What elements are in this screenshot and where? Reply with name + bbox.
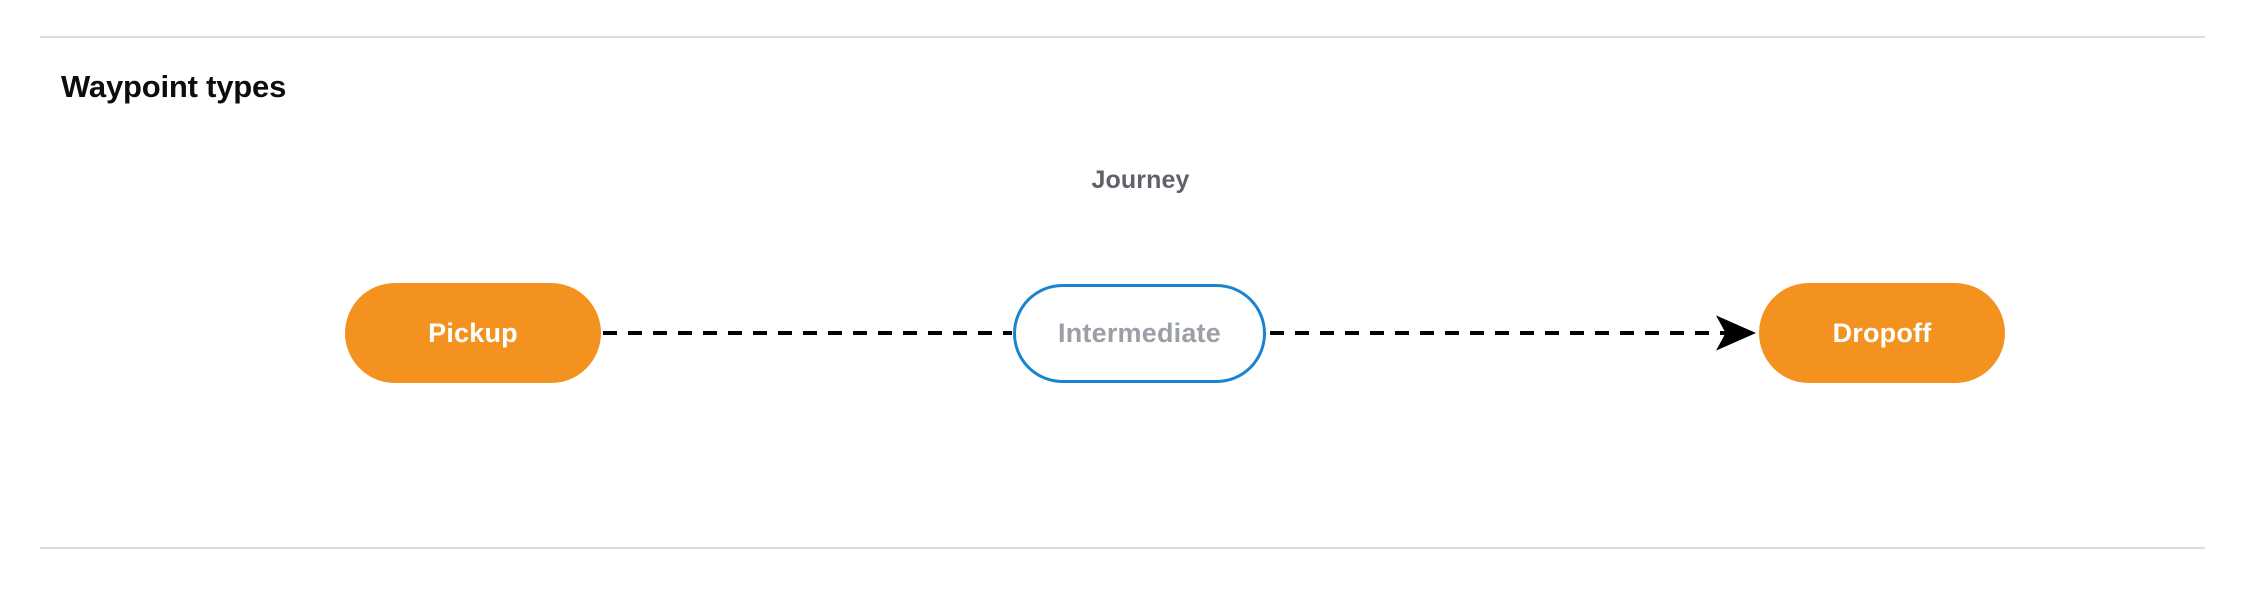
page-title: Waypoint types — [61, 69, 287, 104]
journey-group-label: Journey — [0, 166, 2245, 195]
waypoint-node-intermediate[interactable]: Intermediate — [1013, 284, 1266, 383]
waypoint-node-pickup[interactable]: Pickup — [345, 283, 601, 383]
waypoint-node-dropoff[interactable]: Dropoff — [1759, 283, 2005, 383]
journey-group-label-text: Journey — [1091, 166, 1190, 194]
section-divider-top — [40, 36, 2205, 38]
section-divider-bottom — [40, 547, 2205, 549]
waypoint-node-pickup-label: Pickup — [428, 317, 518, 348]
waypoint-node-dropoff-label: Dropoff — [1832, 317, 1932, 348]
waypoint-node-intermediate-label: Intermediate — [1058, 318, 1221, 348]
